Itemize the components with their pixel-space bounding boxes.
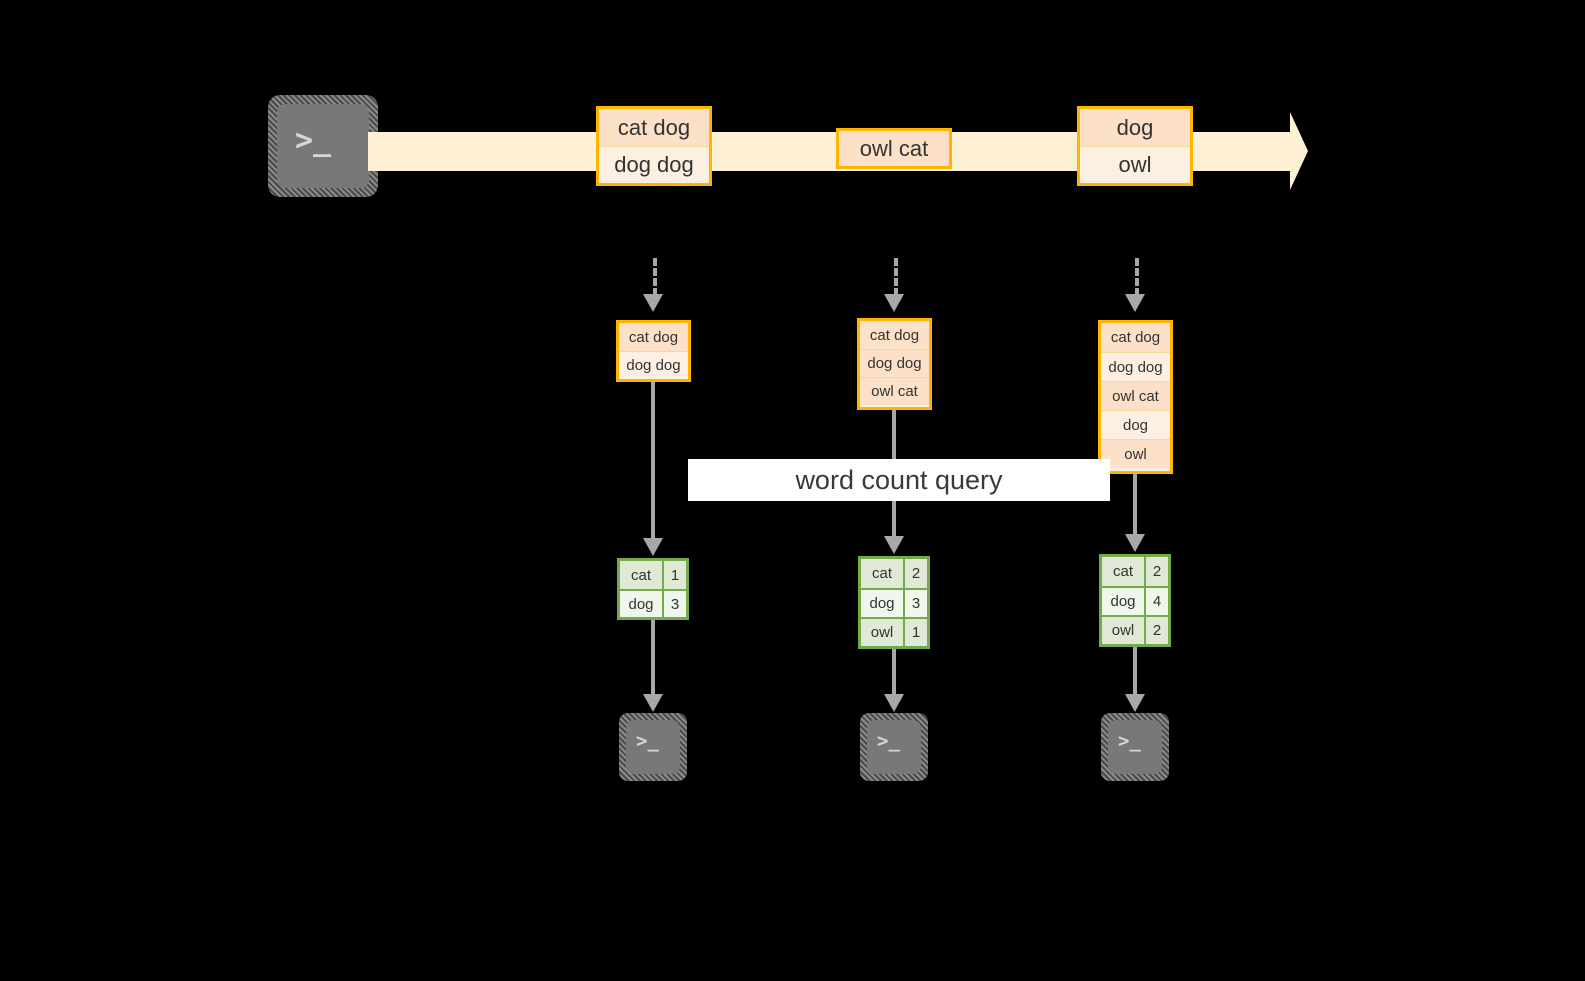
snapshot-3-input-row: dog dog bbox=[1101, 352, 1170, 381]
source-terminal-icon: >_ bbox=[268, 95, 378, 197]
snapshot-2-tap-arrowhead bbox=[884, 294, 904, 312]
result-word: dog bbox=[861, 590, 905, 617]
table-row: dog 3 bbox=[620, 589, 686, 617]
snapshot-1-input-row: cat dog bbox=[619, 323, 688, 351]
snapshot-3-tap-line bbox=[1135, 258, 1139, 296]
result-count: 1 bbox=[670, 566, 680, 584]
snapshot-2-input-row: cat dog bbox=[860, 321, 929, 349]
result-word: cat bbox=[861, 559, 905, 588]
stream-event-1-line-1: cat dog bbox=[599, 109, 709, 146]
snapshot-1-tap-arrowhead bbox=[643, 294, 663, 312]
snapshot-1-sink-line bbox=[651, 620, 655, 696]
result-word: dog bbox=[1102, 588, 1146, 615]
snapshot-2-query-arrowhead bbox=[884, 536, 904, 554]
terminal-prompt-glyph: >_ bbox=[636, 730, 659, 752]
stream-event-1-line-2: dog dog bbox=[599, 146, 709, 183]
result-word: owl bbox=[1102, 617, 1146, 644]
snapshot-2-sink-terminal-icon: >_ bbox=[860, 713, 928, 781]
snapshot-3-input-row: owl bbox=[1101, 439, 1170, 468]
stream-event-3: dog owl bbox=[1077, 106, 1193, 186]
snapshot-2-result-table: cat 2 dog 3 owl 1 bbox=[858, 556, 930, 649]
table-row: cat 2 bbox=[861, 559, 927, 588]
snapshot-2-sink-line bbox=[892, 649, 896, 696]
snapshot-3-input-row: cat dog bbox=[1101, 323, 1170, 352]
snapshot-3-query-line bbox=[1133, 474, 1137, 536]
result-count: 1 bbox=[911, 624, 921, 641]
snapshot-2-tap-line bbox=[894, 258, 898, 296]
result-word: dog bbox=[620, 591, 664, 617]
snapshot-1-sink-terminal-icon: >_ bbox=[619, 713, 687, 781]
result-count: 2 bbox=[911, 565, 921, 582]
result-count: 2 bbox=[1152, 622, 1162, 639]
snapshot-1-query-line bbox=[651, 382, 655, 540]
stream-event-3-line-2: owl bbox=[1080, 146, 1190, 183]
snapshot-1-sink-arrowhead bbox=[643, 694, 663, 712]
terminal-screen: >_ bbox=[867, 720, 921, 774]
table-row: cat 2 bbox=[1102, 557, 1168, 586]
table-row: dog 3 bbox=[861, 588, 927, 617]
snapshot-3-sink-arrowhead bbox=[1125, 694, 1145, 712]
stream-event-1: cat dog dog dog bbox=[596, 106, 712, 186]
snapshot-3-tap-arrowhead bbox=[1125, 294, 1145, 312]
snapshot-2-input-row: owl cat bbox=[860, 377, 929, 405]
snapshot-3-input-row: owl cat bbox=[1101, 381, 1170, 410]
table-row: cat 1 bbox=[620, 561, 686, 589]
terminal-prompt-glyph: >_ bbox=[1118, 730, 1141, 752]
stream-band-arrowhead bbox=[1290, 112, 1308, 190]
snapshot-1-input-row: dog dog bbox=[619, 351, 688, 379]
snapshot-3-sink-terminal-icon: >_ bbox=[1101, 713, 1169, 781]
stream-event-2-line-1: owl cat bbox=[839, 131, 949, 166]
snapshot-2-input-table: cat dog dog dog owl cat bbox=[857, 318, 932, 410]
table-row: dog 4 bbox=[1102, 586, 1168, 615]
snapshot-1-tap-line bbox=[653, 258, 657, 296]
terminal-prompt-glyph: >_ bbox=[877, 730, 900, 752]
table-row: owl 1 bbox=[861, 617, 927, 646]
result-word: owl bbox=[861, 619, 905, 646]
snapshot-1-input-table: cat dog dog dog bbox=[616, 320, 691, 382]
table-row: owl 2 bbox=[1102, 615, 1168, 644]
result-word: cat bbox=[1102, 557, 1146, 586]
result-count: 2 bbox=[1152, 563, 1162, 580]
snapshot-3-input-table: cat dog dog dog owl cat dog owl bbox=[1098, 320, 1173, 474]
snapshot-1-result-table: cat 1 dog 3 bbox=[617, 558, 689, 620]
result-count: 3 bbox=[911, 595, 921, 612]
snapshot-1-query-arrowhead bbox=[643, 538, 663, 556]
result-count: 3 bbox=[670, 595, 680, 613]
result-count: 4 bbox=[1152, 593, 1162, 610]
terminal-screen: >_ bbox=[626, 720, 680, 774]
stream-event-2: owl cat bbox=[836, 128, 952, 169]
snapshot-3-result-table: cat 2 dog 4 owl 2 bbox=[1099, 554, 1171, 647]
snapshot-3-input-row: dog bbox=[1101, 410, 1170, 439]
query-label: word count query bbox=[688, 459, 1110, 501]
terminal-screen: >_ bbox=[277, 104, 369, 188]
stream-event-3-line-1: dog bbox=[1080, 109, 1190, 146]
snapshot-3-sink-line bbox=[1133, 647, 1137, 696]
snapshot-2-input-row: dog dog bbox=[860, 349, 929, 377]
result-word: cat bbox=[620, 561, 664, 589]
terminal-screen: >_ bbox=[1108, 720, 1162, 774]
terminal-prompt-glyph: >_ bbox=[295, 123, 332, 158]
snapshot-3-query-arrowhead bbox=[1125, 534, 1145, 552]
snapshot-2-sink-arrowhead bbox=[884, 694, 904, 712]
